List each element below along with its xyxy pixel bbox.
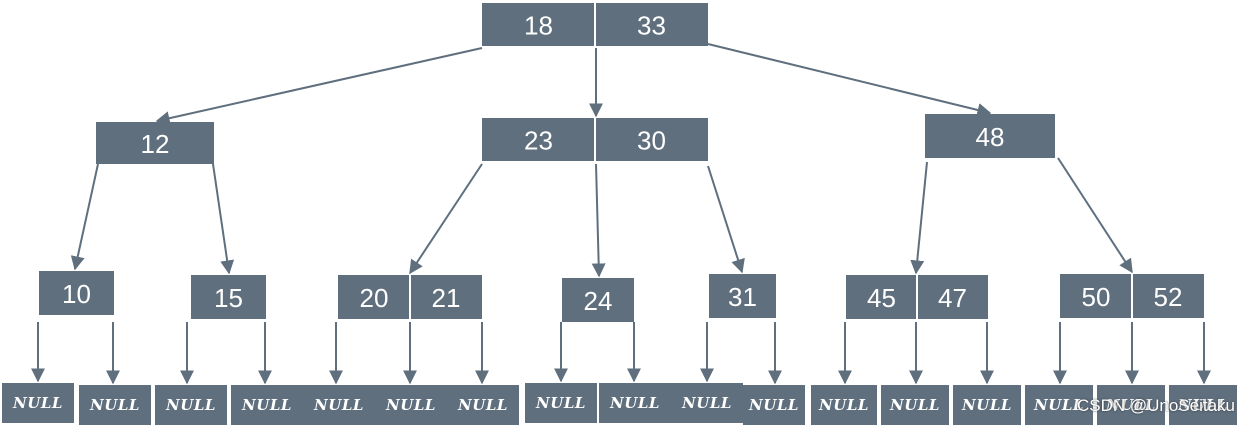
null-label: NULL [89,396,140,414]
null-label: NULL [241,396,292,414]
null-leaf: NULL [1097,385,1165,425]
null-leaf: NULL [2,383,74,423]
level1-node: 12 [96,122,214,164]
null-label: NULL [1033,396,1084,414]
level1-node: 48 [925,114,1055,158]
node-box [191,275,266,319]
null-box [599,383,671,423]
null-label: NULL [681,394,732,412]
null-leaf: NULL [155,385,227,425]
node-key: 24 [584,286,613,316]
null-label: NULL [1105,396,1156,414]
null-box [2,383,74,423]
null-label: NULL [457,396,508,414]
null-label: NULL [748,396,799,414]
node-box [39,271,114,315]
leaf-node: 15 [191,275,266,319]
null-leaf: NULL [1169,385,1237,425]
node-key: 30 [637,126,666,156]
null-label: NULL [889,396,940,414]
node-key: 33 [637,11,666,41]
node-box [562,278,634,322]
edge-root-left [155,47,483,126]
null-leaf: NULL [79,385,151,425]
null-box [743,385,805,425]
node-key: 31 [728,282,757,312]
null-box [375,385,447,425]
edge-23-2021 [409,163,483,275]
node-key: 20 [360,283,389,313]
edge-48-5052 [1057,157,1133,274]
null-box [811,385,877,425]
null-box [1097,385,1165,425]
null-leaf: NULL [447,385,519,425]
level1-node: 23 30 [482,118,708,161]
node-key: 21 [432,283,461,313]
node-key: 50 [1082,282,1111,312]
null-box [671,383,743,423]
null-leaf: NULL [375,385,447,425]
edge-12-10 [70,163,99,271]
node-key: 10 [62,279,91,309]
null-box [953,385,1021,425]
node-key: 23 [524,126,553,156]
null-leaf: NULL [671,383,743,423]
null-box [155,385,227,425]
null-leaves: NULL NULL NULL NULL NULL NULL NULL NULL NULL NULL… [2,383,1237,425]
edge-12-15 [212,163,235,275]
null-box [447,385,519,425]
null-leaf: NULL [953,385,1021,425]
leaf-node: 10 [39,271,114,315]
watermark: CSDN @UnoSeitaku [1076,396,1235,415]
null-label: NULL [961,396,1012,414]
node-key: 12 [141,129,170,159]
null-leaf: NULL [525,383,597,423]
null-box [1169,385,1237,425]
leaf-node: 31 [709,274,776,318]
node-key: 52 [1154,282,1183,312]
null-leaf: NULL [303,385,375,425]
node-key: 48 [976,122,1005,152]
null-leaf: NULL [811,385,877,425]
null-label: NULL [1177,396,1228,414]
edge-48-4547 [910,161,928,275]
null-leaf: NULL [881,385,949,425]
node-box [96,122,214,164]
node-box [925,114,1055,158]
node-box [709,274,776,318]
null-label: NULL [609,394,660,412]
null-label: NULL [165,396,216,414]
null-box [525,383,597,423]
leaf-node: 24 [562,278,634,322]
node-key: 47 [938,283,967,313]
leaf-node: 50 52 [1060,274,1204,318]
null-leaf: NULL [231,385,303,425]
leaf-node: 45 47 [846,275,988,319]
node-key: 15 [214,283,243,313]
null-leaf: NULL [743,385,805,425]
null-box [79,385,151,425]
node-key: 18 [524,11,553,41]
null-label: NULL [385,396,436,414]
null-leaf: NULL [1025,385,1093,425]
edge-30-31 [707,165,745,274]
edge-2330-24 [591,163,606,278]
null-box [1025,385,1093,425]
null-box [881,385,949,425]
tree-edges [31,43,1211,385]
null-label: NULL [818,396,869,414]
edge-root-right [707,43,992,117]
null-leaf: NULL [599,383,671,423]
null-label: NULL [313,396,364,414]
null-label: NULL [12,394,63,412]
null-label: NULL [535,394,586,412]
node-key: 45 [867,283,896,313]
null-box [231,385,303,425]
null-box [303,385,375,425]
